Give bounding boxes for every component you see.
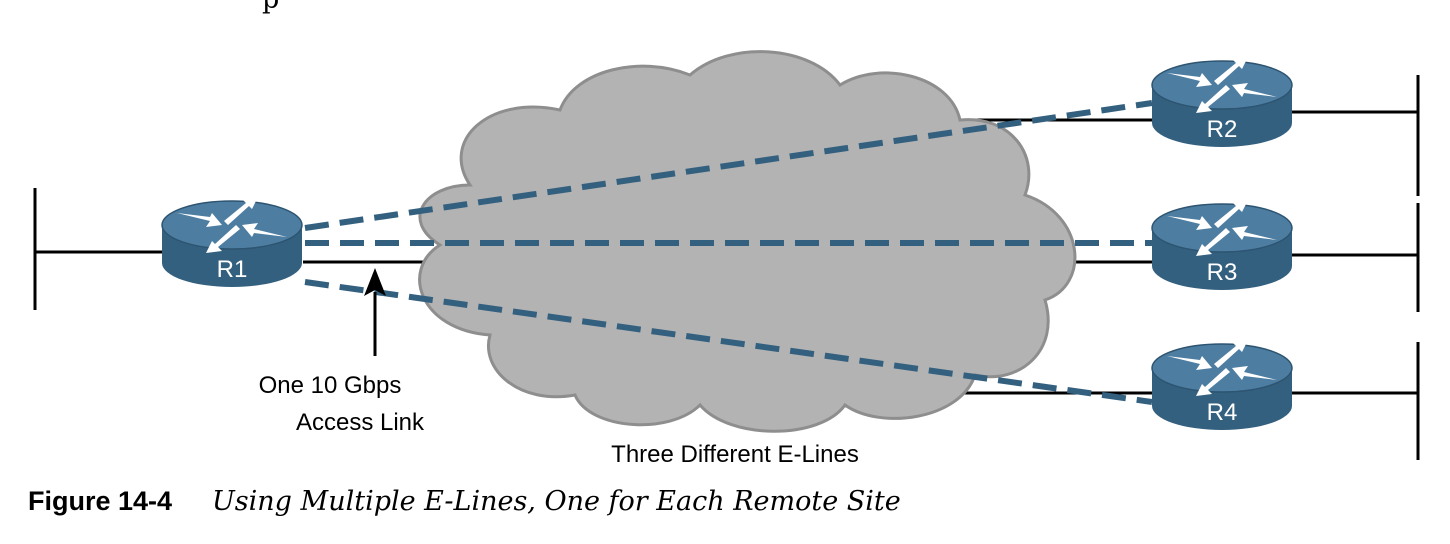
lan-segments: [33, 75, 1420, 460]
e-line-r1-r2: [304, 100, 1153, 231]
access-link-label-line2: Access Link: [296, 409, 425, 436]
router-r4: R4: [1151, 340, 1293, 430]
router-r1: R1: [161, 197, 303, 287]
router-r2: R2: [1151, 57, 1293, 147]
figure-number: Figure 14-4: [28, 486, 173, 516]
figure-title: Using Multiple E-Lines, One for Each Rem…: [212, 486, 901, 517]
top-text-fragment: p: [262, 0, 279, 15]
e-lines: [304, 100, 1153, 405]
router-label-r2: R2: [1207, 116, 1238, 143]
access-link-pointer: [364, 268, 386, 356]
router-r3: R3: [1151, 200, 1293, 290]
router-label-r1: R1: [217, 256, 248, 283]
e-line-r1-r4: [304, 279, 1153, 405]
cloud-label: Three Different E-Lines: [611, 441, 859, 468]
access-link-label-line1: One 10 Gbps: [259, 372, 402, 399]
router-label-r4: R4: [1207, 399, 1238, 426]
figure-caption: Figure 14-4 Using Multiple E-Lines, One f…: [28, 486, 1428, 517]
router-label-r3: R3: [1207, 259, 1238, 286]
pointer-arrowhead: [364, 268, 386, 296]
